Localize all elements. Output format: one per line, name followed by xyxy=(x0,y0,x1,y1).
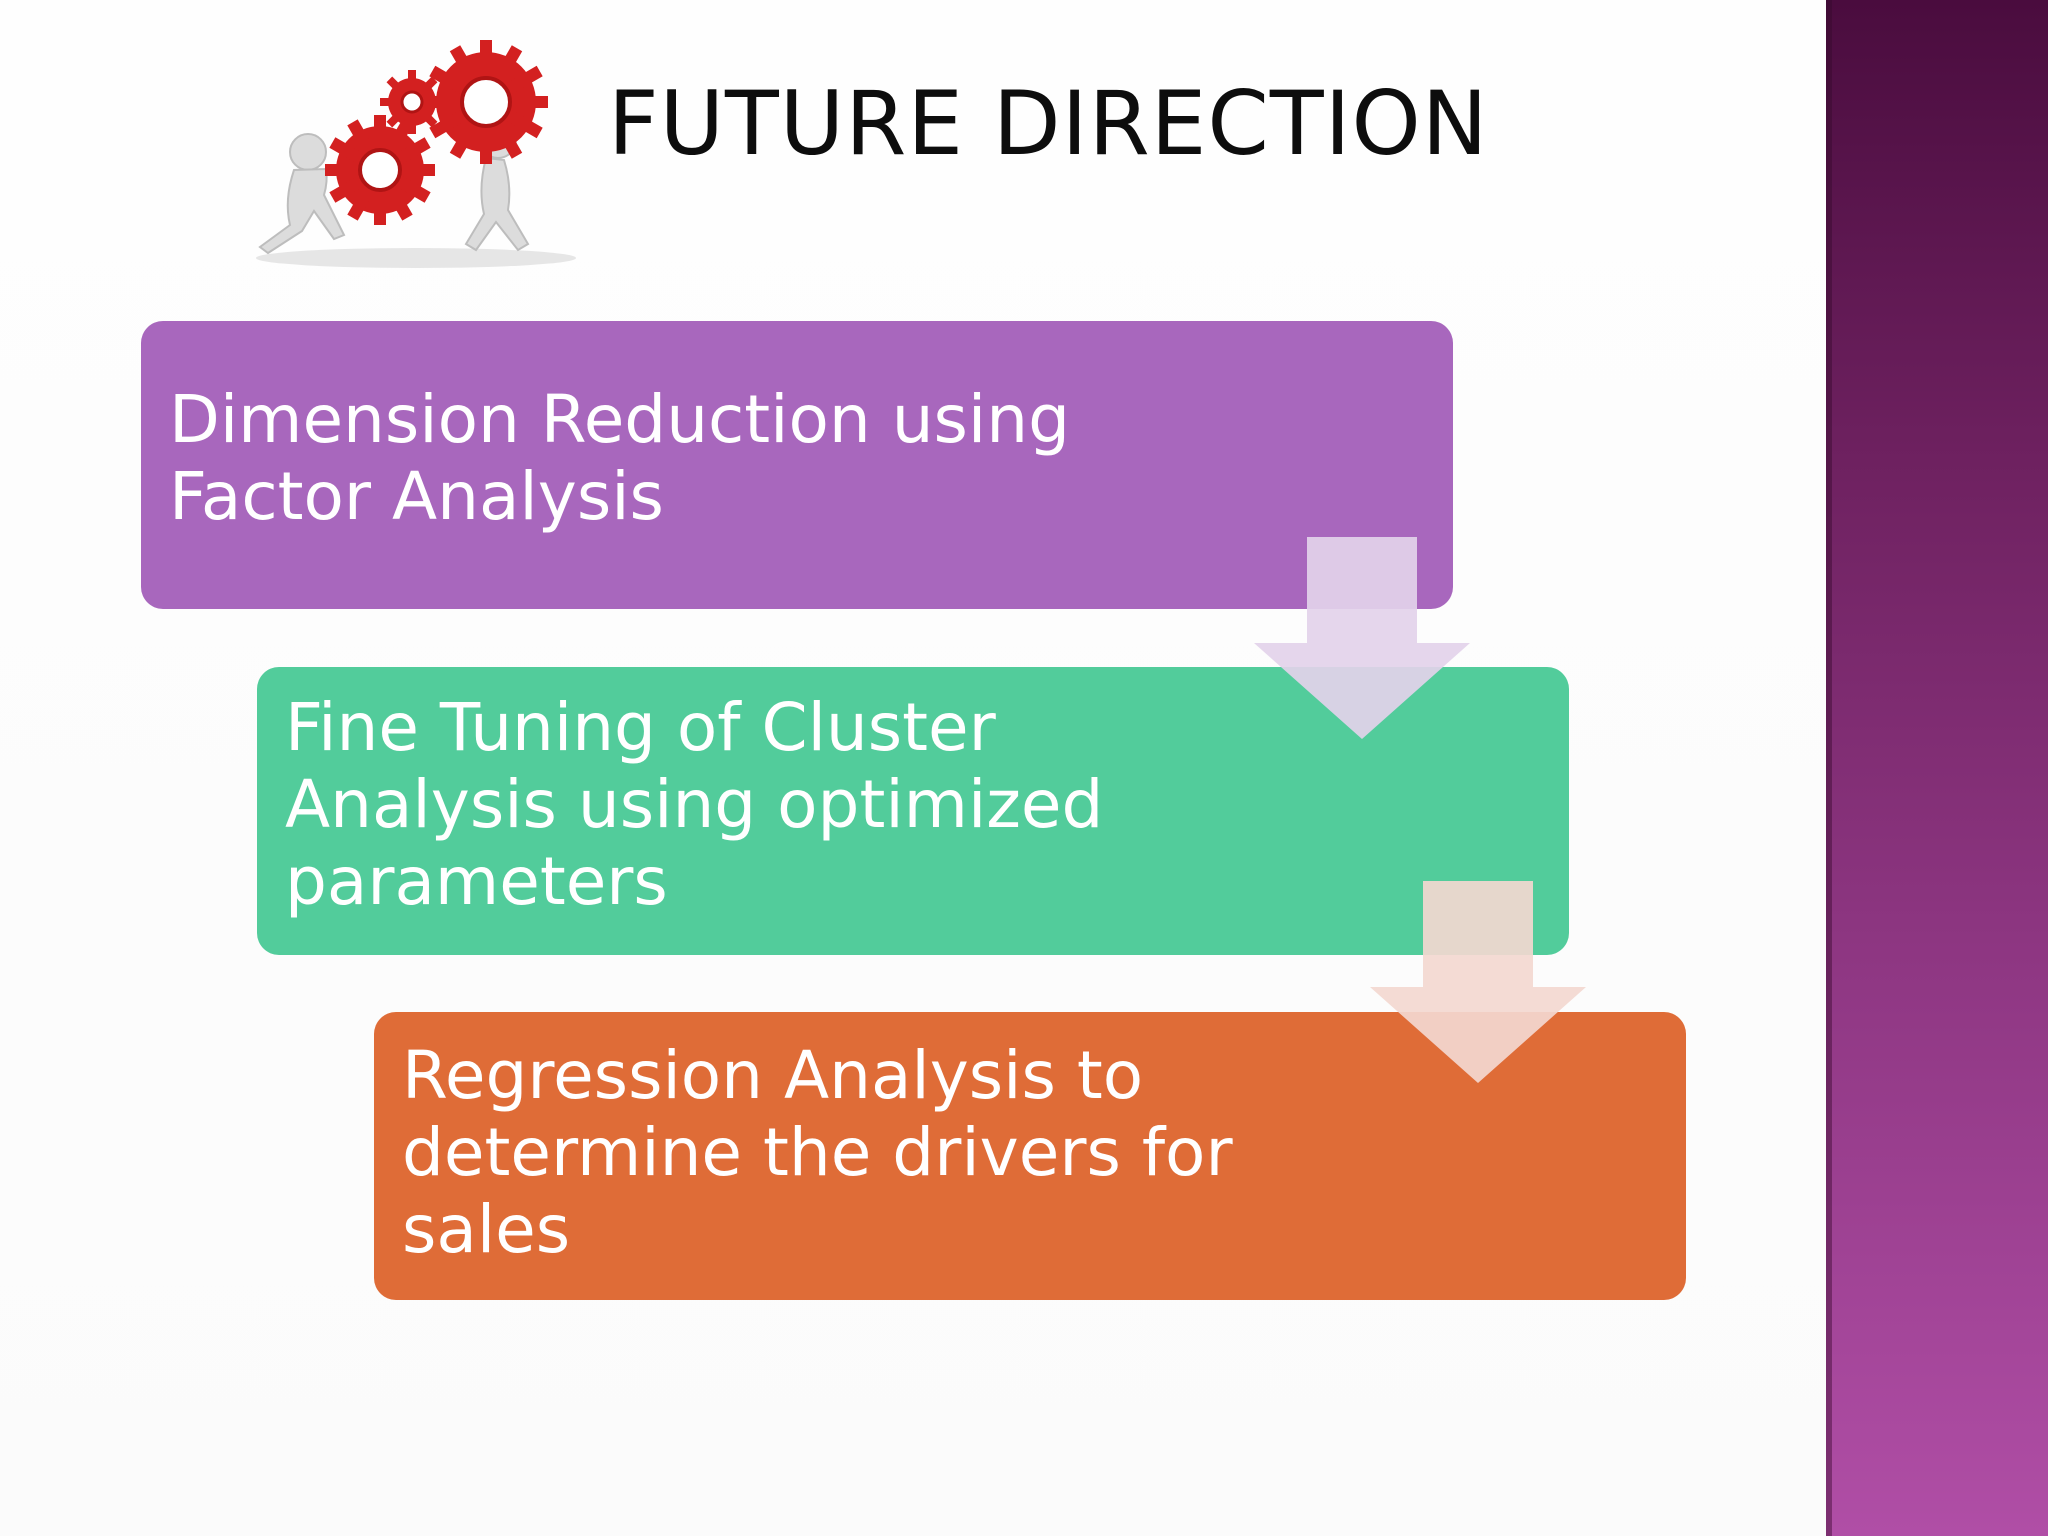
slide-title: FUTURE DIRECTION xyxy=(608,72,1489,175)
process-step-label: Dimension Reduction using Factor Analysi… xyxy=(169,381,1070,535)
process-step-label: Regression Analysis to determine the dri… xyxy=(402,1037,1233,1268)
decorative-side-band xyxy=(1826,0,2048,1536)
down-arrow-icon xyxy=(1254,537,1470,739)
process-step-label: Fine Tuning of Cluster Analysis using op… xyxy=(285,689,1104,920)
process-step-regression: Regression Analysis to determine the dri… xyxy=(374,1012,1686,1300)
slide-canvas: FUTURE DIRECTION Dimension Reduction usi… xyxy=(0,0,1826,1536)
process-step-dimension-reduction: Dimension Reduction using Factor Analysi… xyxy=(141,321,1453,609)
gears-teamwork-icon xyxy=(256,40,576,268)
down-arrow-icon xyxy=(1370,881,1586,1083)
